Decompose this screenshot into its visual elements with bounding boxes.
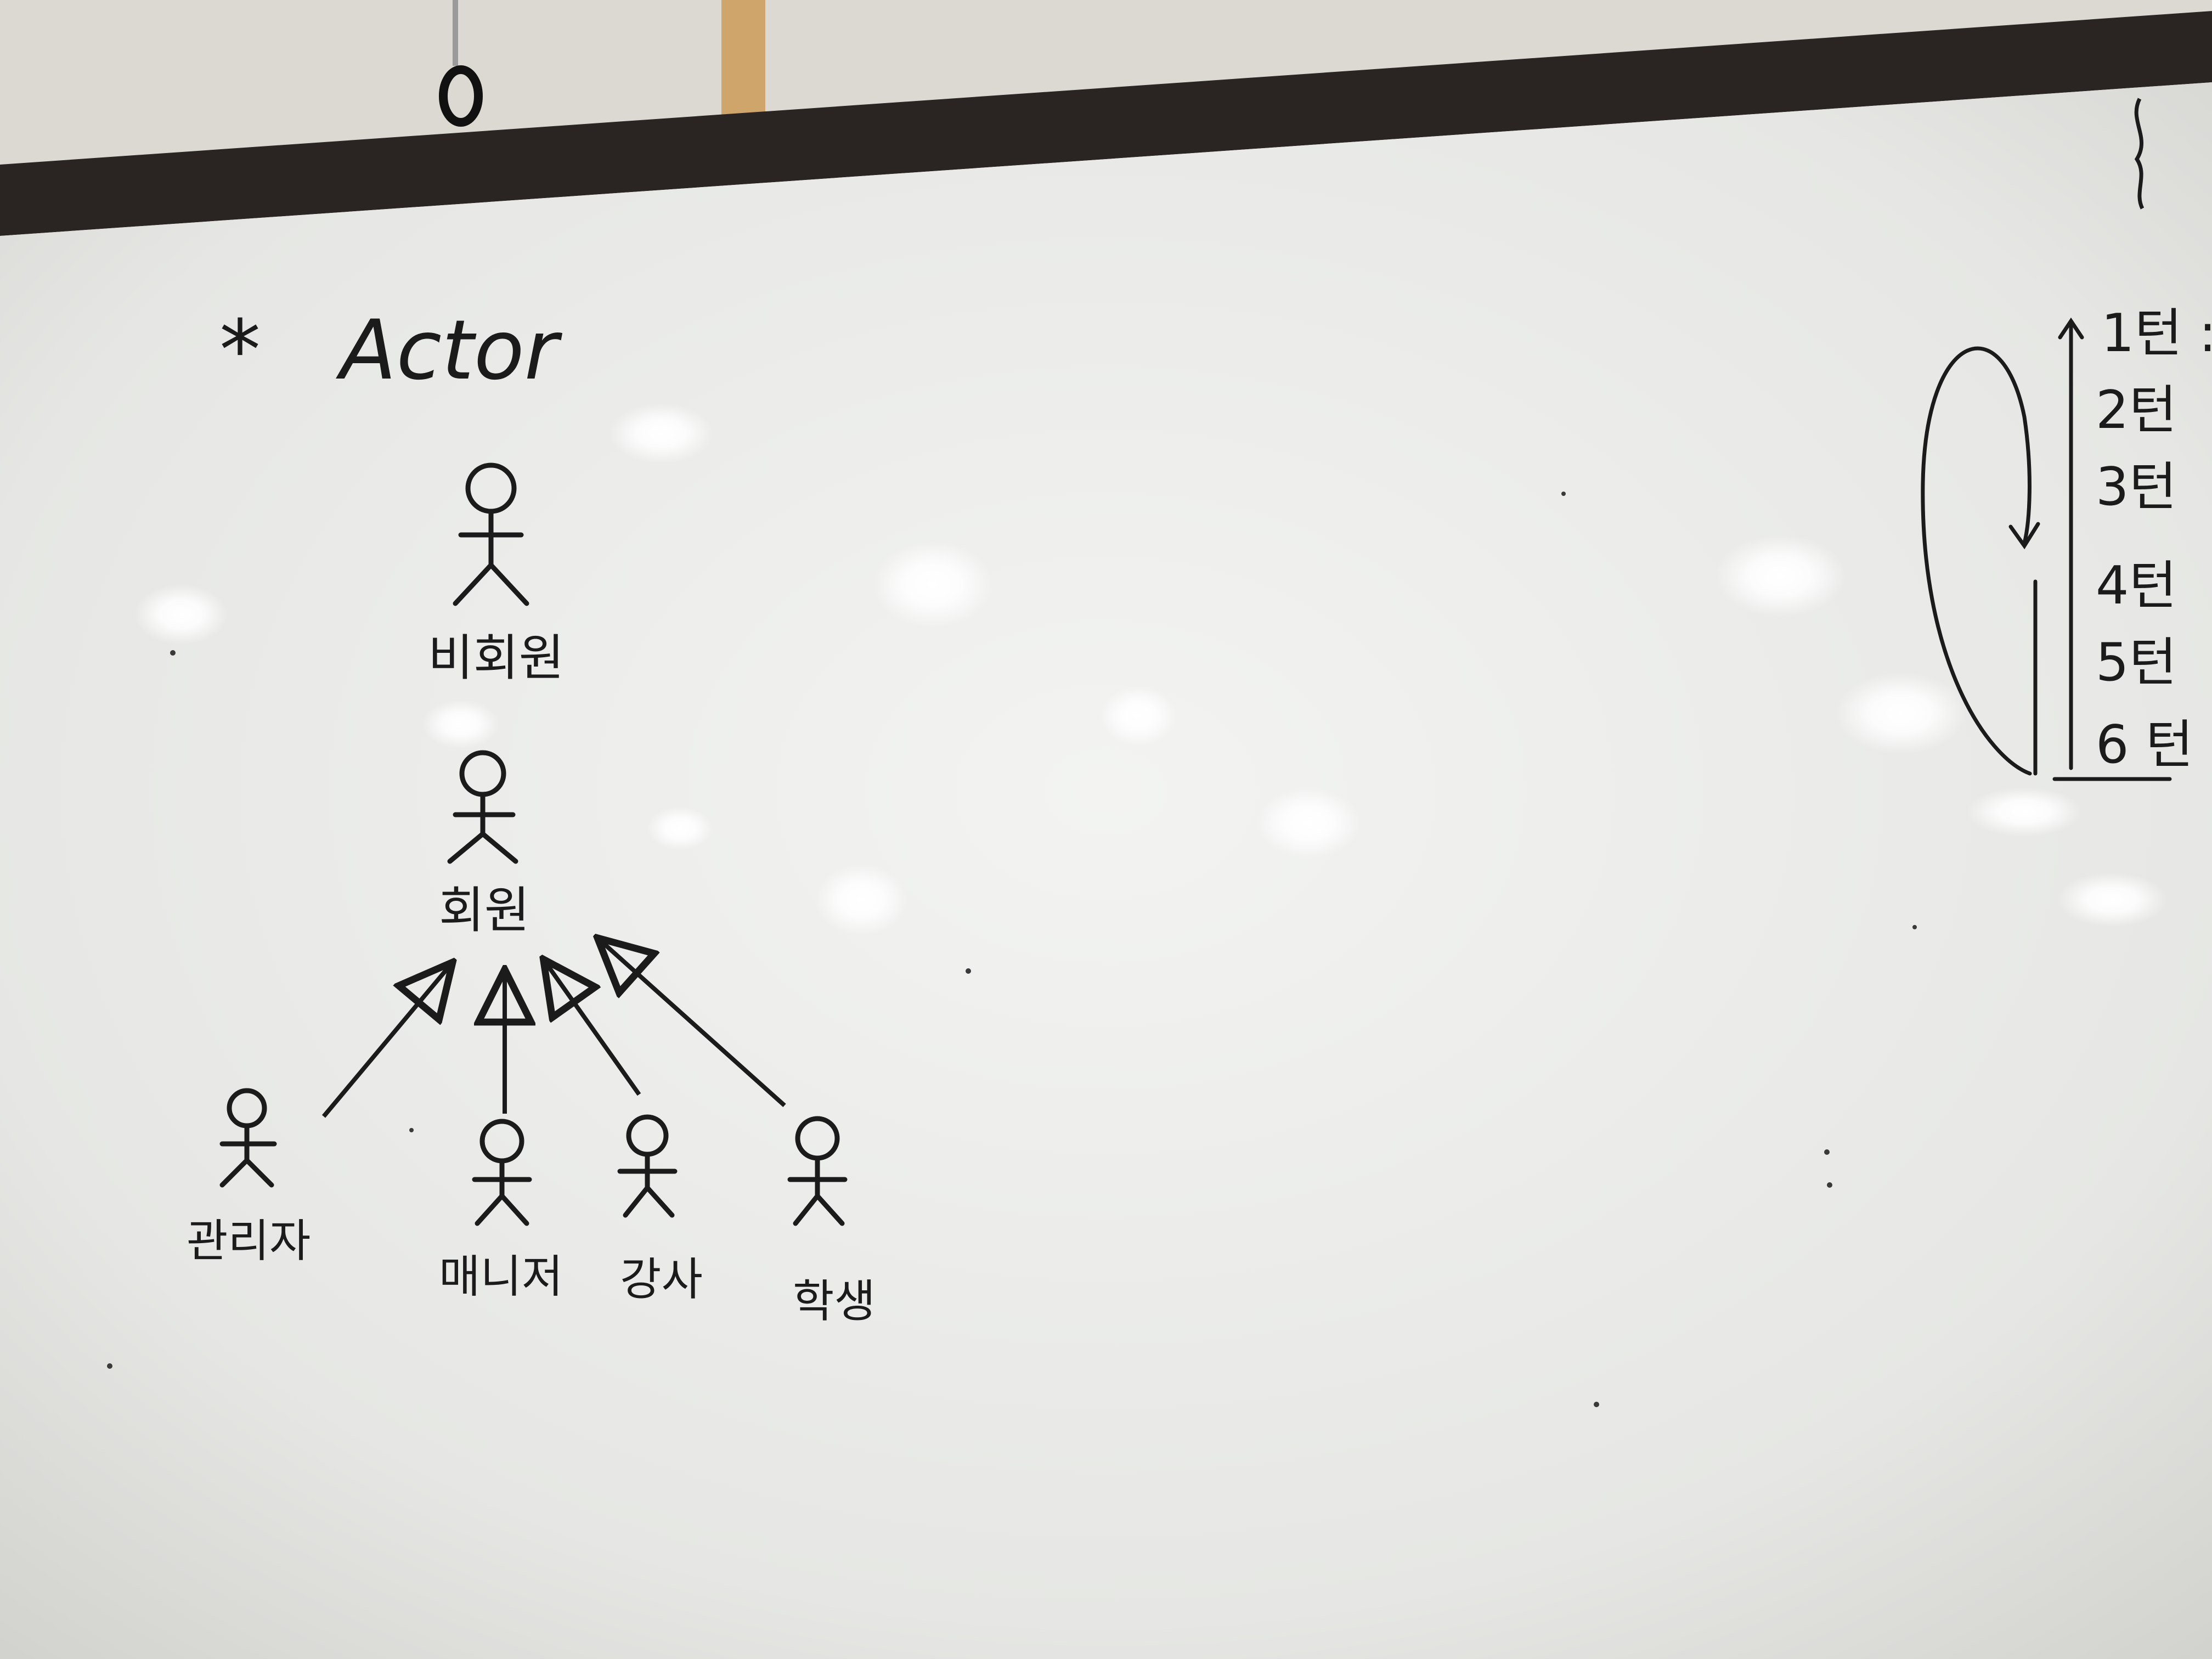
stick-figure-icon xyxy=(472,1119,532,1226)
turn-list: 1턴 : 2턴 3턴 4턴 5턴 6 턴 xyxy=(1921,303,2212,781)
board-frame xyxy=(0,11,2212,236)
hanging-ring-icon xyxy=(439,0,483,127)
actor-member-label: 회원 xyxy=(439,882,530,939)
stick-figure-icon xyxy=(453,462,529,606)
actor-manager-label: 매니저 xyxy=(439,1251,563,1303)
wooden-post xyxy=(721,0,765,126)
actor-student-label: 학생 xyxy=(793,1276,876,1328)
generalization-arrows xyxy=(321,941,786,1118)
turn-3-label: 3턴 xyxy=(2096,457,2177,517)
child-actors xyxy=(219,1088,848,1226)
actor-admin-label: 관리자 xyxy=(187,1215,311,1267)
turn-4-label: 4턴 xyxy=(2096,556,2177,616)
stick-figure-icon xyxy=(219,1088,277,1188)
actor-member: 회원 xyxy=(439,750,530,939)
turn-6-label: 6 턴 xyxy=(2096,715,2193,775)
board-surface xyxy=(0,82,2212,1659)
turn-2-label: 2턴 xyxy=(2096,380,2177,441)
heading-marker: * xyxy=(219,303,261,398)
actor-instructor-label: 강사 xyxy=(620,1254,703,1306)
actor-non-member: 비회원 xyxy=(428,462,564,687)
cropped-scribble xyxy=(2134,98,2145,210)
loop-arrow-icon xyxy=(1921,317,2172,781)
marker-specks xyxy=(107,492,1917,1407)
turn-5-label: 5턴 xyxy=(2096,633,2177,693)
stick-figure-icon xyxy=(787,1116,848,1226)
heading: * Actor xyxy=(219,303,563,398)
light-reflections xyxy=(134,403,2167,935)
heading-title: Actor xyxy=(336,303,563,398)
turn-1-label: 1턴 : xyxy=(2101,303,2212,364)
actor-non-member-label: 비회원 xyxy=(428,629,564,687)
stick-figure-icon xyxy=(617,1114,678,1218)
child-actor-labels: 관리자 매니저 강사 학생 xyxy=(187,1215,876,1328)
stick-figure-icon xyxy=(447,750,518,864)
